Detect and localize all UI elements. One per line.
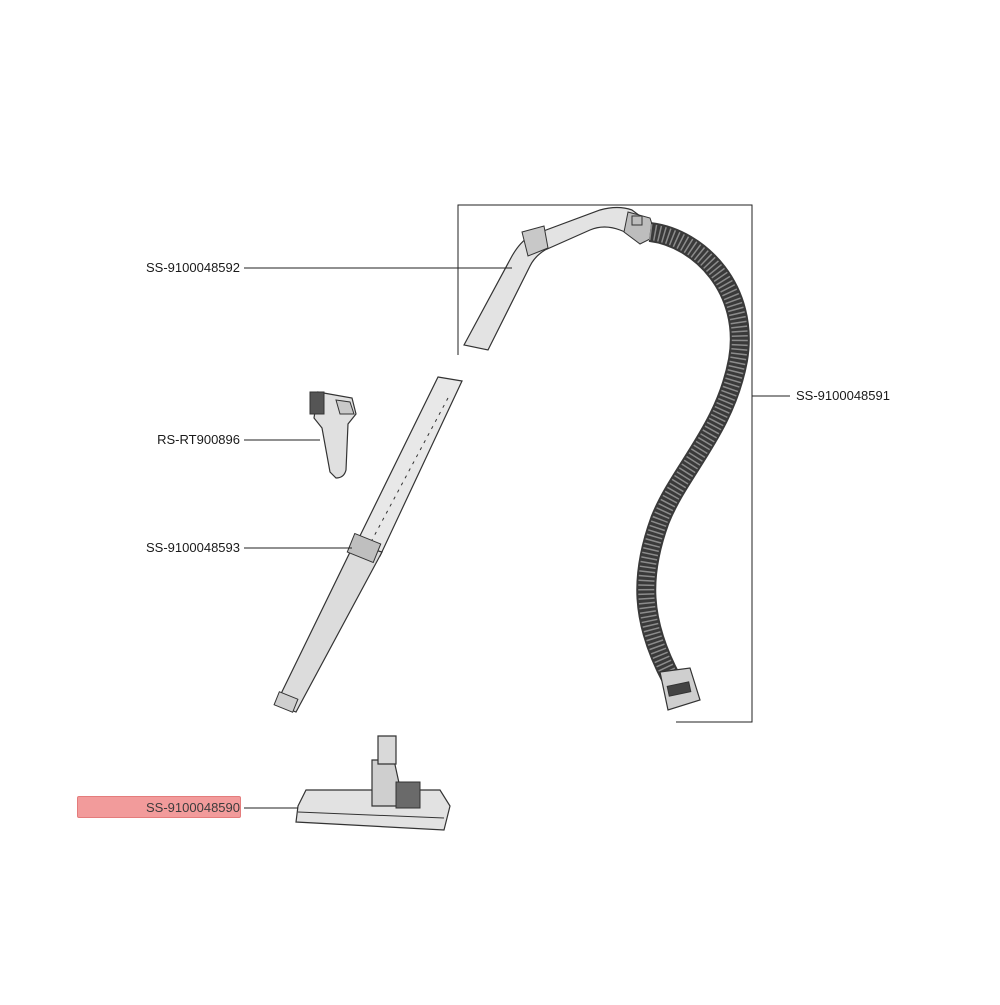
hose-part[interactable] xyxy=(636,222,750,711)
part-label-crevice-brush[interactable]: RS-RT900896 xyxy=(157,432,240,447)
floor-nozzle-part[interactable] xyxy=(295,735,451,831)
part-label-telescopic-tube[interactable]: SS-9100048593 xyxy=(146,540,240,555)
part-label-floor-nozzle[interactable]: SS-9100048590 xyxy=(77,796,241,818)
telescopic-tube-part[interactable] xyxy=(273,376,463,713)
leader-lines xyxy=(244,267,790,809)
hose-handle-part[interactable] xyxy=(463,206,657,351)
part-label-hose[interactable]: SS-9100048591 xyxy=(796,388,890,403)
part-label-hose-handle[interactable]: SS-9100048592 xyxy=(146,260,240,275)
crevice-brush-part[interactable] xyxy=(309,391,357,479)
hose-assembly-bracket xyxy=(457,204,753,723)
